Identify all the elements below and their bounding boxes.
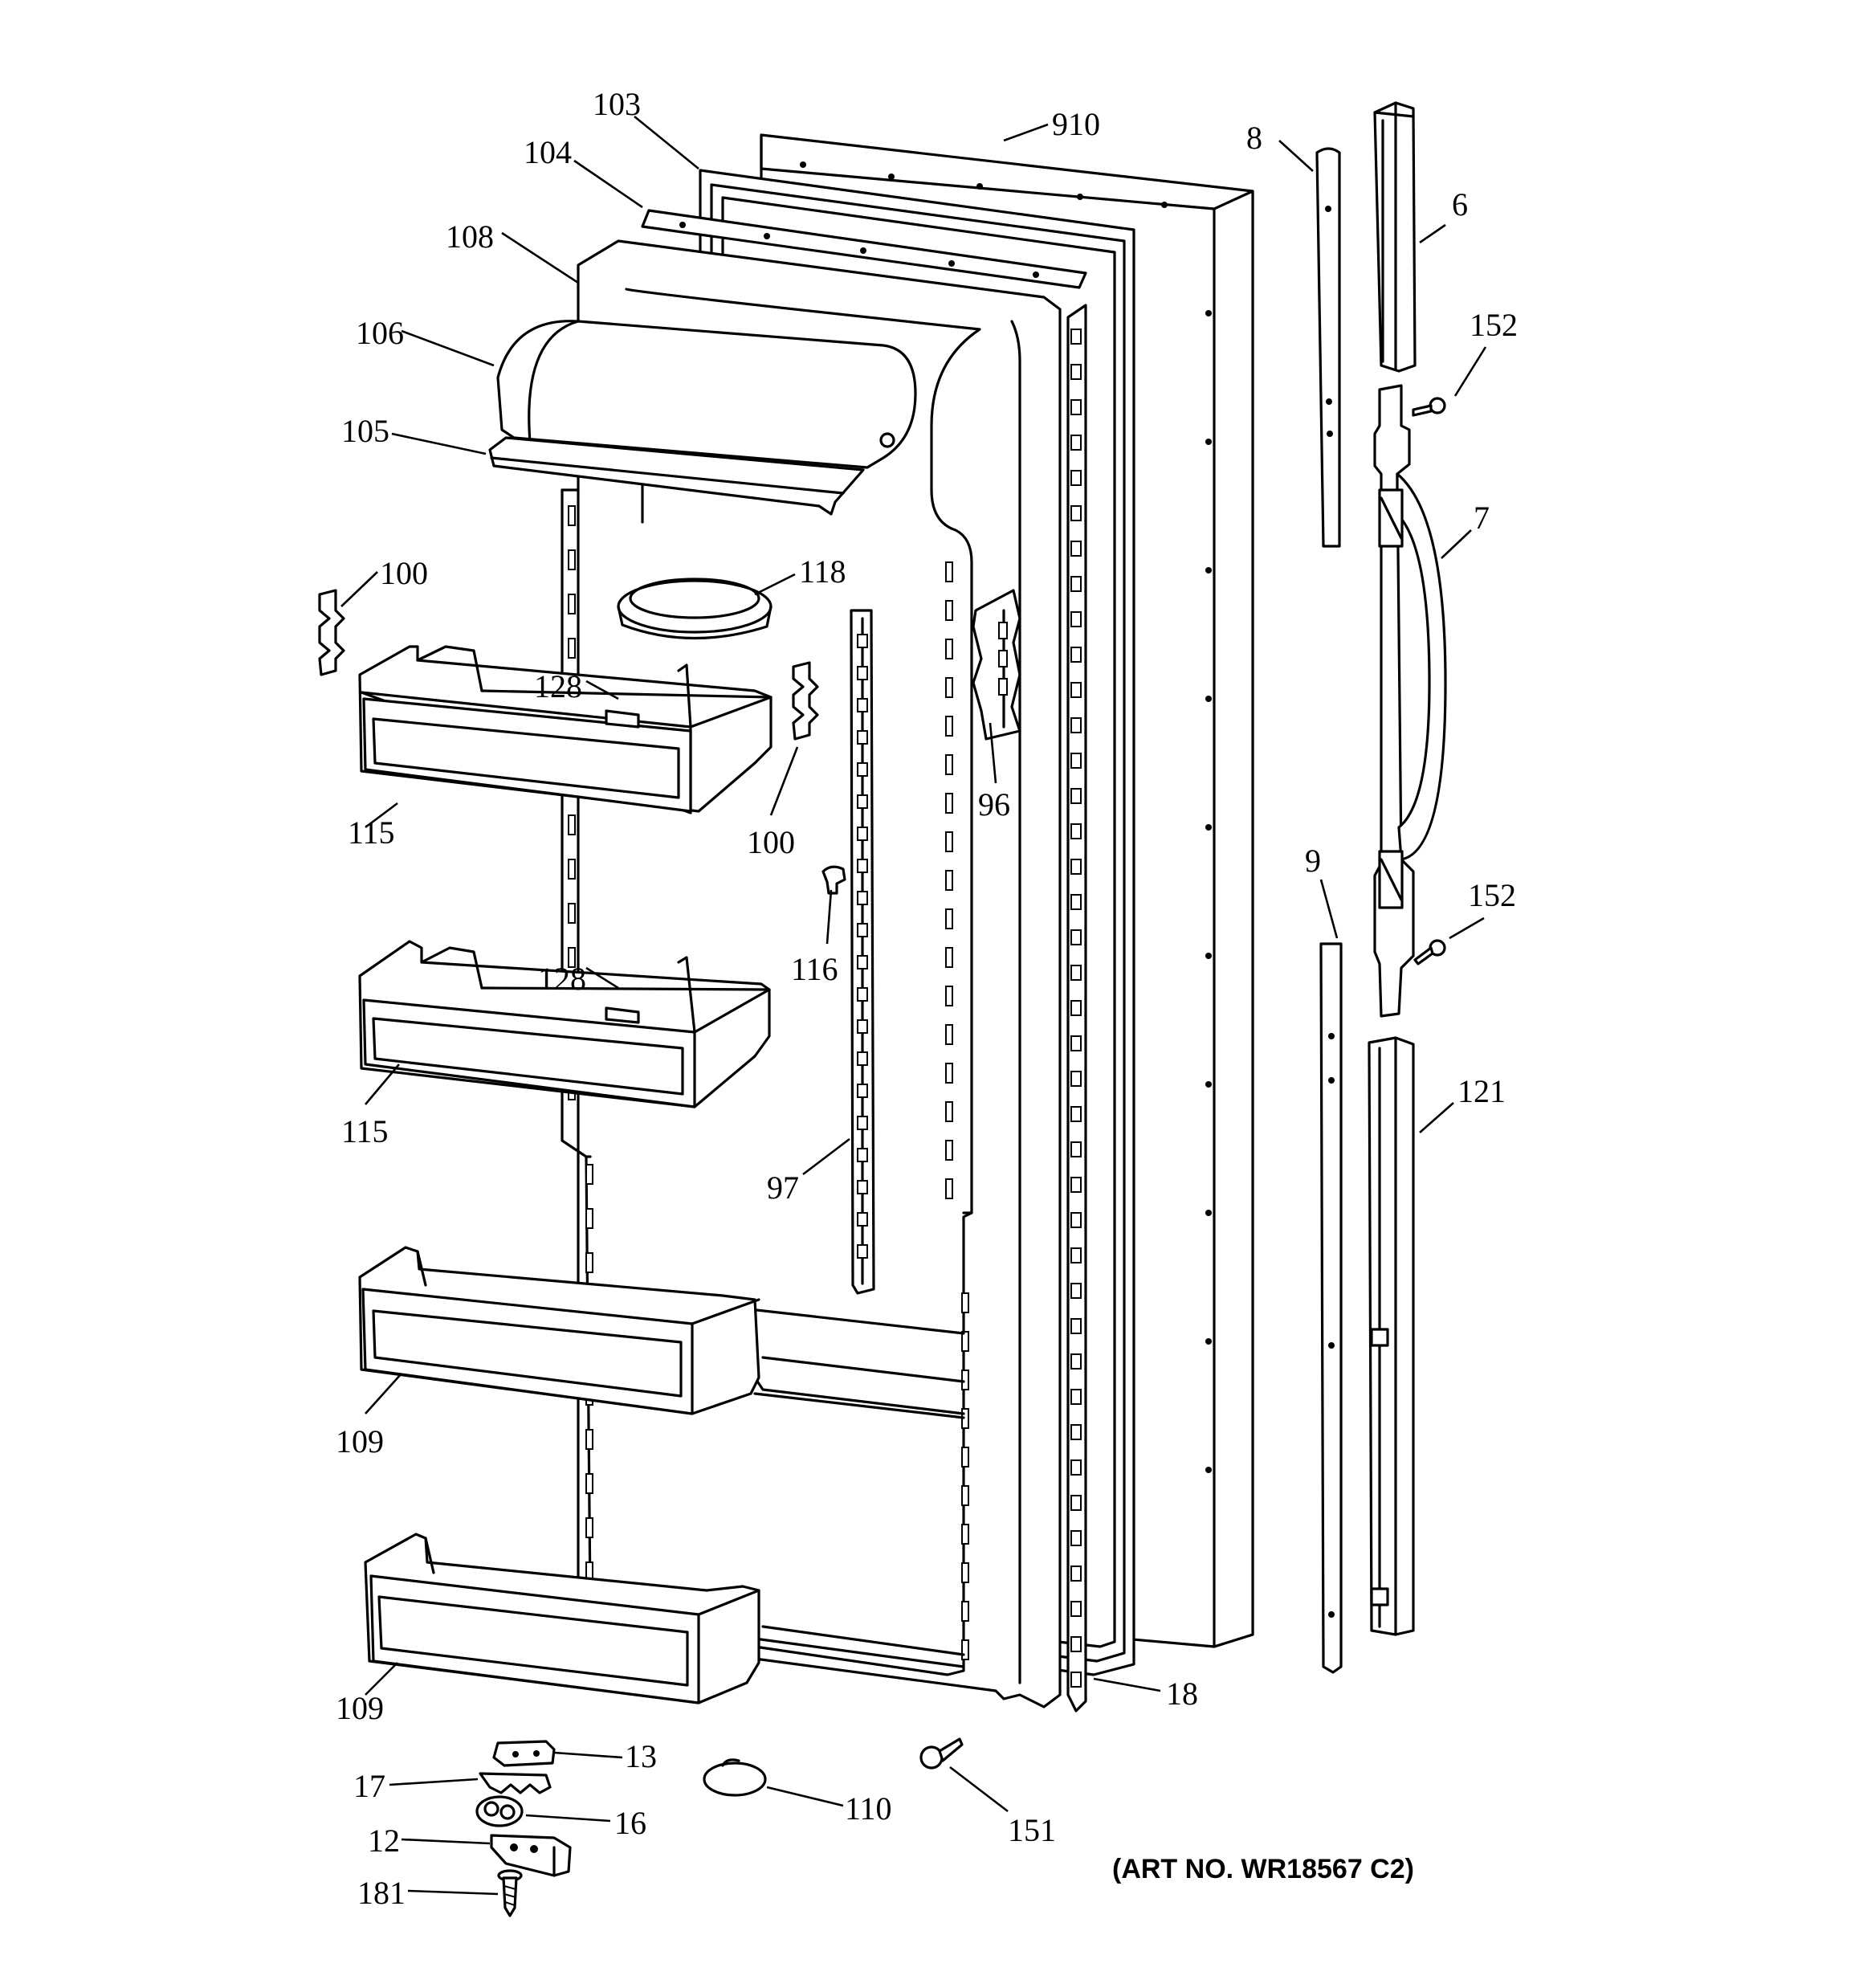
dairy-door-106: [496, 320, 917, 469]
handle-trim-8: [1315, 147, 1341, 548]
callout-17: 17: [353, 1768, 385, 1804]
callout-105: 105: [341, 413, 389, 449]
screw-152-upper: [1412, 397, 1446, 417]
callout-97: 97: [767, 1170, 799, 1206]
callout-18: 18: [1166, 1676, 1198, 1712]
callout-106: 106: [356, 315, 404, 351]
callout-9: 9: [1305, 843, 1321, 879]
callout-7: 7: [1474, 500, 1490, 536]
callout-151: 151: [1008, 1812, 1056, 1848]
callout-128-upper: 128: [534, 668, 582, 704]
door-bin-109-lower: [364, 1533, 760, 1704]
callout-100-right: 100: [747, 824, 795, 860]
foam-strip-96: [972, 589, 1021, 741]
plug-110: [703, 1758, 767, 1797]
callout-8: 8: [1246, 120, 1262, 156]
callout-115-upper: 115: [348, 814, 395, 851]
callout-16: 16: [614, 1805, 646, 1841]
vertical-rail-97: [850, 609, 875, 1295]
callout-108: 108: [446, 218, 494, 255]
top-strip-104: [641, 209, 1087, 289]
callout-100-left: 100: [380, 555, 428, 591]
bracket-100-left: [318, 589, 345, 676]
hinge-bracket-12: [490, 1834, 572, 1877]
callout-128-lower: 128: [538, 961, 586, 997]
clip-116: [821, 865, 846, 895]
callout-104: 104: [524, 134, 572, 170]
oval-part-118: [617, 578, 773, 640]
callout-110: 110: [845, 1790, 892, 1827]
handle-7: [1373, 384, 1447, 1018]
handle-trim-9: [1319, 942, 1343, 1674]
callout-152-upper: 152: [1470, 307, 1518, 343]
door-bin-115-upper: [358, 645, 773, 814]
callout-96: 96: [978, 786, 1010, 823]
callout-labels: 103 910 104 108 106 105 100 118 128 115 …: [336, 86, 1518, 1911]
hinge-bushing-16: [475, 1795, 524, 1827]
callout-103: 103: [593, 86, 641, 122]
leader-lines: [340, 115, 1487, 1896]
callout-910: 910: [1052, 106, 1100, 142]
screw-151: [919, 1737, 964, 1770]
callout-121: 121: [1457, 1073, 1506, 1109]
hinge-shim-17: [479, 1772, 552, 1794]
callout-181: 181: [357, 1875, 406, 1911]
screw-152-lower: [1413, 939, 1446, 965]
callout-13: 13: [625, 1738, 657, 1774]
callout-109-lower: 109: [336, 1690, 384, 1726]
door-bin-109-upper: [358, 1246, 760, 1415]
art-number: (ART NO. WR18567 C2): [1112, 1854, 1414, 1884]
callout-109-upper: 109: [336, 1423, 384, 1459]
dairy-door-hinge-strip-105: [488, 436, 865, 516]
callout-115-lower: 115: [341, 1113, 389, 1149]
screw-181: [497, 1869, 523, 1917]
hinge-plate-13: [492, 1740, 556, 1767]
callout-12: 12: [368, 1823, 400, 1859]
gasket-edge-strip: [1066, 304, 1087, 1712]
handle-cap-6: [1373, 101, 1417, 373]
door-bin-115-lower: [358, 940, 771, 1108]
callout-116: 116: [791, 951, 838, 987]
callout-118: 118: [799, 553, 846, 590]
bracket-100-right: [792, 661, 819, 741]
handle-cap-121: [1368, 1036, 1415, 1636]
callout-6: 6: [1452, 186, 1468, 222]
callout-152-lower: 152: [1468, 877, 1516, 913]
